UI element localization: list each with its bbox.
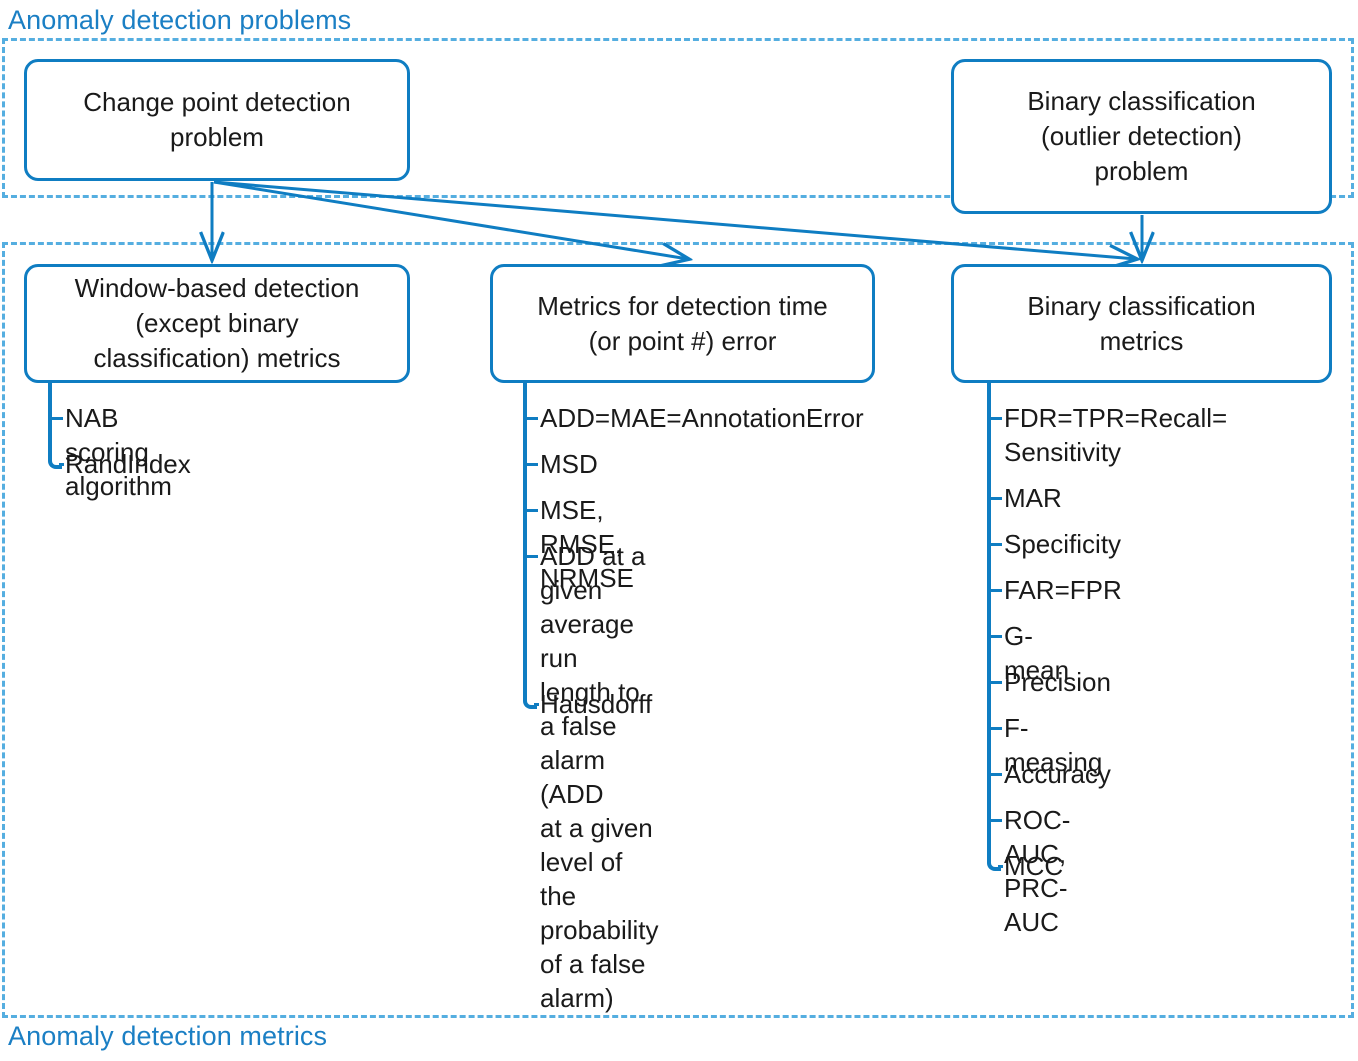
tree-item-label: MSE, RMSE, NRMSE (540, 495, 634, 593)
tree-branch-stub (987, 497, 1002, 500)
tree-item-label: ADD=MAE=AnnotationError (540, 403, 864, 433)
node-metrics-for-detection-time[interactable]: Metrics for detection time (or point #) … (490, 264, 875, 383)
tree-item-label: ROC-AUC, PRC-AUC (1004, 805, 1071, 937)
tree-item-label: MCC (1004, 851, 1064, 881)
tree-branch-stub (987, 819, 1002, 822)
tree-branch-stub (987, 727, 1002, 730)
tree-branch-stub (523, 417, 538, 420)
tree-item-label: FDR=TPR=Recall= Sensitivity (1004, 403, 1228, 467)
tree-trunk-elbow (987, 857, 1001, 871)
node-change-point-detection-problem[interactable]: Change point detection problem (24, 59, 410, 181)
tree-item-label: G-mean (1004, 621, 1070, 685)
tree-item-label: Hausdorff (540, 689, 653, 719)
tree-item-label: RandIndex (65, 449, 191, 479)
node-binary-classification-metrics[interactable]: Binary classification metrics (951, 264, 1332, 383)
tree-trunk-line (523, 383, 527, 695)
tree-branch-stub (987, 589, 1002, 592)
tree-branch-stub (523, 509, 538, 512)
tree-item-label: Specificity (1004, 529, 1122, 559)
tree-branch-stub (534, 703, 539, 706)
tree-item-label: NAB scoring algorithm (65, 403, 172, 501)
tree-trunk-elbow (523, 695, 537, 709)
tree-branch-stub (987, 773, 1002, 776)
tree-item-label: Accuracy (1004, 759, 1111, 789)
tree-trunk-line (987, 383, 991, 857)
group-caption-metrics: Anomaly detection metrics (8, 1021, 328, 1051)
tree-item-label: F-measing (1004, 713, 1103, 777)
tree-branch-stub (523, 463, 538, 466)
tree-item-label: Precision (1004, 667, 1111, 697)
tree-branch-stub (523, 555, 538, 558)
tree-branch-stub (987, 681, 1002, 684)
tree-item-label: ADD at a given average run length to a f… (540, 541, 659, 1013)
node-window-based-detection-metrics[interactable]: Window-based detection (except binary cl… (24, 264, 410, 383)
tree-item-label: MSD (540, 449, 598, 479)
tree-branch-stub (987, 635, 1002, 638)
tree-branch-stub (998, 865, 1003, 868)
tree-branch-stub (59, 463, 64, 466)
tree-branch-stub (48, 417, 63, 420)
tree-trunk-elbow (48, 455, 62, 469)
group-caption-problems: Anomaly detection problems (8, 5, 352, 35)
tree-item-label: MAR (1004, 483, 1062, 513)
node-binary-classification-problem[interactable]: Binary classification (outlier detection… (951, 59, 1332, 214)
tree-branch-stub (987, 543, 1002, 546)
tree-item-label: FAR=FPR (1004, 575, 1122, 605)
tree-branch-stub (987, 417, 1002, 420)
